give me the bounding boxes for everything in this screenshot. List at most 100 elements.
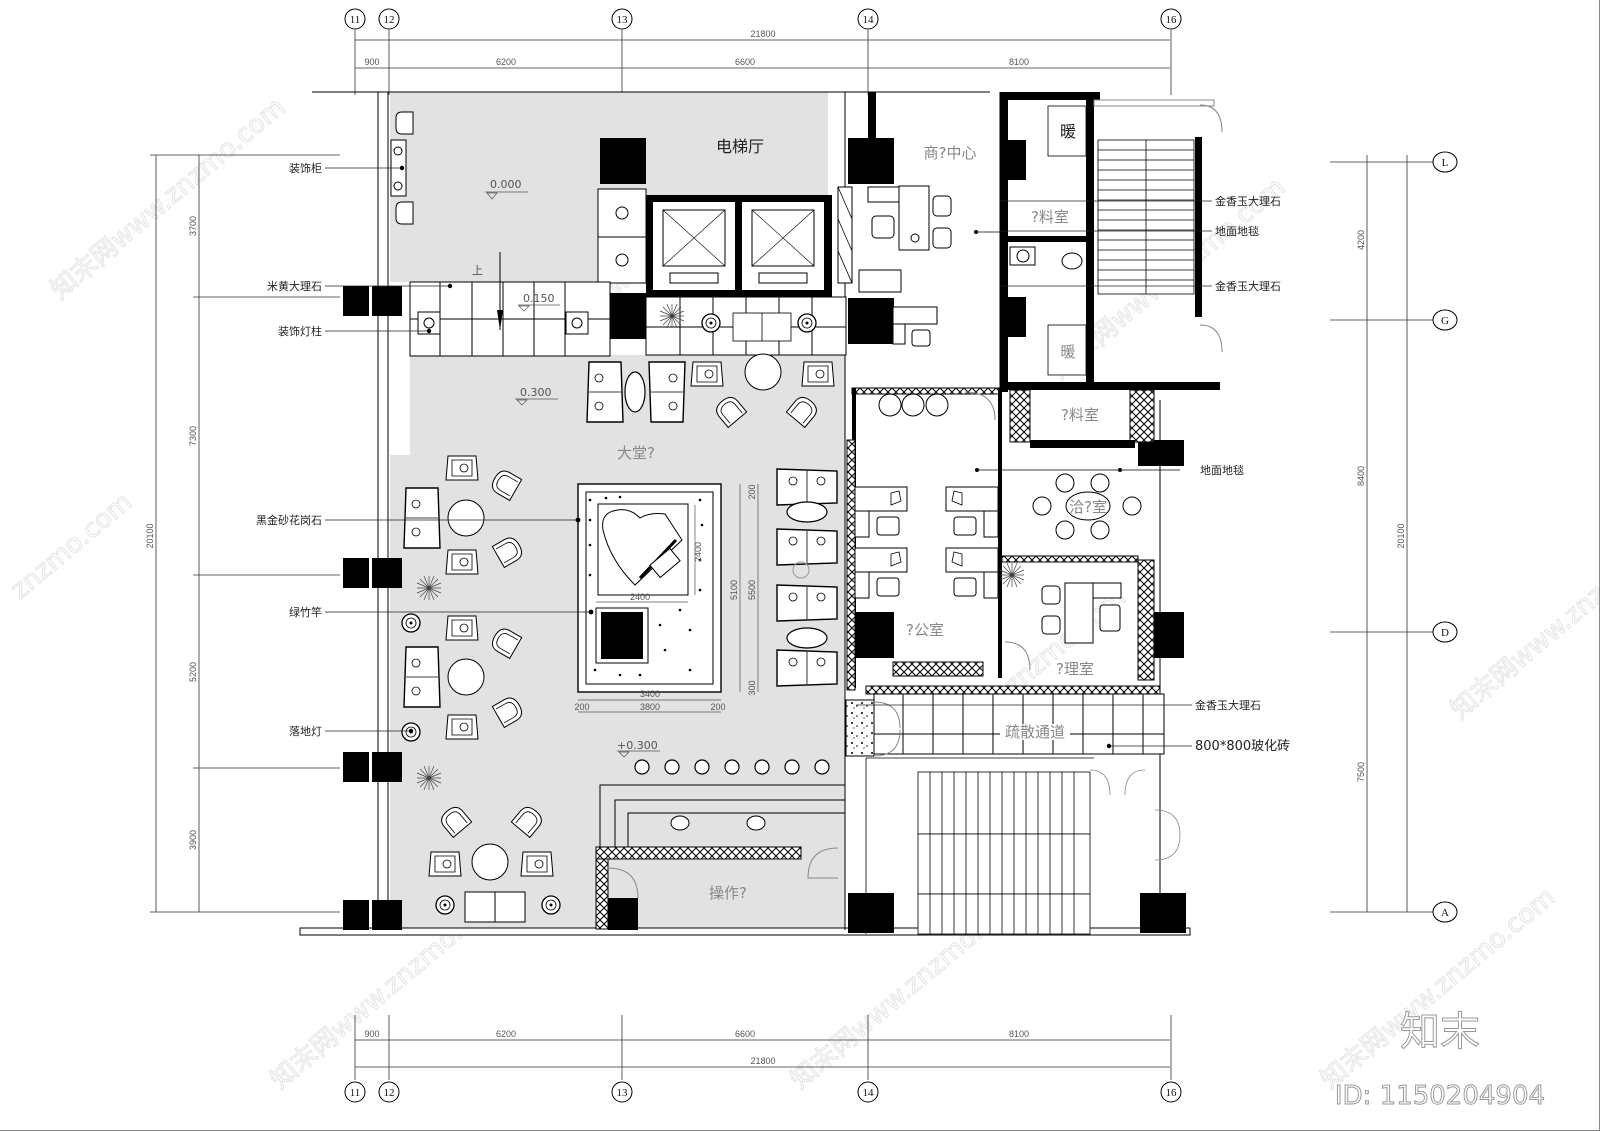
- right-dimension-labels: 4200 8400 7500 20100: [1356, 230, 1406, 782]
- room-label-operation: 操作?: [709, 884, 747, 902]
- right-dimension-chain: [1330, 155, 1435, 913]
- svg-text:0.150: 0.150: [523, 292, 555, 305]
- lobby-seating-top: 0.300: [515, 353, 835, 428]
- svg-text:8100: 8100: [1009, 1029, 1029, 1039]
- lobby-seating-left-2: [401, 613, 526, 791]
- room-label-evacuation: 疏散通道: [1005, 723, 1065, 741]
- svg-text:14: 14: [863, 14, 875, 26]
- svg-text:暖: 暖: [1060, 343, 1075, 361]
- bottom-axis-bubbles: 11 12 13 14 16: [344, 1081, 1182, 1103]
- svg-text:5200: 5200: [188, 662, 198, 682]
- svg-text:900: 900: [364, 57, 379, 67]
- top-dimension-labels: 21800 900 6200 6600 8100: [364, 29, 1029, 67]
- room-label-office: ?公室: [906, 621, 944, 639]
- annotation-gold-marble-2: 金香玉大理石: [1215, 279, 1281, 293]
- svg-text:ID: 1150204904: ID: 1150204904: [1335, 1081, 1545, 1111]
- annotation-decorative-cabinet: 装饰柜: [289, 161, 322, 175]
- svg-text:znzmo.com: znzmo.com: [5, 487, 138, 605]
- left-annotations: 装饰柜 米黄大理石 装饰灯柱 黑金砂花岗石 绿竹竿 落地灯: [256, 161, 594, 738]
- svg-text:7500: 7500: [1356, 762, 1366, 782]
- office-room: ?公室: [846, 387, 1180, 691]
- room-label-manager: ?理室: [1056, 660, 1094, 678]
- right-annotations: 金香玉大理石 地面地毯 金香玉大理石 地面地毯 金香玉大理石 800*800玻化…: [856, 194, 1290, 754]
- bottom-dimension-labels: 900 6200 6600 8100 21800: [364, 1029, 1029, 1066]
- svg-text:+0.300: +0.300: [617, 739, 658, 752]
- svg-text:14: 14: [863, 1087, 875, 1099]
- annotation-tile: 800*800玻化砖: [1195, 739, 1290, 754]
- svg-text:6200: 6200: [496, 1029, 516, 1039]
- annotation-beige-marble: 米黄大理石: [267, 279, 322, 293]
- left-dimension-labels: 20100 3700 7300 5200 3900: [145, 216, 198, 850]
- svg-text:4200: 4200: [1356, 230, 1366, 250]
- svg-text:2400: 2400: [630, 592, 650, 602]
- stair-top: [1097, 139, 1195, 295]
- svg-text:21800: 21800: [750, 1056, 775, 1066]
- annotation-carpet-1: 地面地毯: [1215, 224, 1259, 238]
- manager-room: ?理室: [999, 559, 1155, 681]
- room-label-storage-2: ?料室: [1061, 406, 1099, 424]
- top-dimension-chain: [354, 30, 1172, 95]
- annotation-carpet-2: 地面地毯: [1200, 463, 1244, 477]
- lobby-seating-left-1: [403, 455, 526, 601]
- business-center: 商?中心: [837, 144, 1000, 347]
- level-mark-0300: 0.300: [515, 386, 558, 406]
- svg-text:7300: 7300: [188, 426, 198, 446]
- brand-watermark: 知末 ID: 1150204904: [1334, 1009, 1545, 1112]
- svg-text:20100: 20100: [145, 523, 155, 548]
- svg-text:16: 16: [1166, 1087, 1178, 1099]
- room-label-lobby: 大堂?: [617, 444, 655, 462]
- top-axis-bubbles: 11 12 13 14 16: [344, 8, 1182, 30]
- bottom-dimension-chain: [354, 1015, 1172, 1080]
- svg-text:13: 13: [617, 14, 629, 26]
- svg-text:13: 13: [617, 1087, 629, 1099]
- room-label-meeting: 洽?室: [1069, 498, 1107, 516]
- lobby-seating-bottom: [428, 803, 561, 923]
- service-core: 暖 暖 ?料室 ?料室: [1000, 92, 1223, 448]
- svg-text:6600: 6600: [735, 57, 755, 67]
- annotation-bamboo: 绿竹竿: [289, 605, 322, 619]
- room-label-storage-1: ?料室: [1031, 208, 1069, 226]
- svg-text:11: 11: [350, 1087, 361, 1099]
- svg-text:5100: 5100: [729, 580, 739, 600]
- svg-text:L: L: [1442, 157, 1449, 169]
- level-mark-plus-0300: +0.300: [617, 739, 660, 758]
- svg-text:300: 300: [747, 680, 757, 695]
- svg-text:暖: 暖: [1060, 122, 1076, 141]
- annotation-gold-marble-1: 金香玉大理石: [1215, 194, 1281, 208]
- annotation-black-granite: 黑金砂花岗石: [256, 513, 322, 527]
- elevator-car-2: [751, 209, 815, 284]
- svg-text:上: 上: [472, 264, 483, 277]
- svg-text:200: 200: [710, 702, 725, 712]
- svg-text:5500: 5500: [747, 580, 757, 600]
- meeting-room: 洽?室: [1001, 468, 1142, 563]
- elevator-car-1: [662, 209, 726, 284]
- annotation-floor-lamp: 落地灯: [289, 725, 322, 738]
- room-label-elevator-hall: 电梯厅: [716, 137, 764, 156]
- bar-counter: +0.300 操作?: [595, 739, 845, 930]
- svg-text:3400: 3400: [640, 689, 660, 699]
- svg-text:知末网www.znzmo.com: 知末网www.znzmo.com: [45, 92, 291, 305]
- building-outline: [299, 91, 1191, 936]
- svg-text:D: D: [1441, 627, 1449, 639]
- entry-steps: 上 0.150: [409, 252, 847, 357]
- svg-text:200: 200: [747, 484, 757, 499]
- svg-text:12: 12: [384, 14, 395, 26]
- svg-text:8400: 8400: [1356, 466, 1366, 486]
- annotation-gold-marble-3: 金香玉大理石: [1195, 698, 1261, 712]
- svg-text:知末: 知末: [1400, 1009, 1480, 1055]
- svg-text:11: 11: [350, 14, 361, 26]
- svg-text:200: 200: [574, 702, 589, 712]
- svg-text:3700: 3700: [188, 216, 198, 236]
- lobby-seating-right: [776, 468, 838, 687]
- piano-platform: 3400 3800 200 200 2400 2400 5100 5500 20…: [574, 483, 759, 713]
- left-dimension-chain: [150, 154, 340, 913]
- evacuation-passage: 疏散通道: [845, 685, 1165, 757]
- svg-text:2400: 2400: [693, 542, 703, 562]
- svg-text:8100: 8100: [1009, 57, 1029, 67]
- svg-text:900: 900: [364, 1029, 379, 1039]
- svg-text:6600: 6600: [735, 1029, 755, 1039]
- svg-text:6200: 6200: [496, 57, 516, 67]
- svg-text:3800: 3800: [640, 702, 660, 712]
- svg-text:A: A: [1441, 907, 1449, 919]
